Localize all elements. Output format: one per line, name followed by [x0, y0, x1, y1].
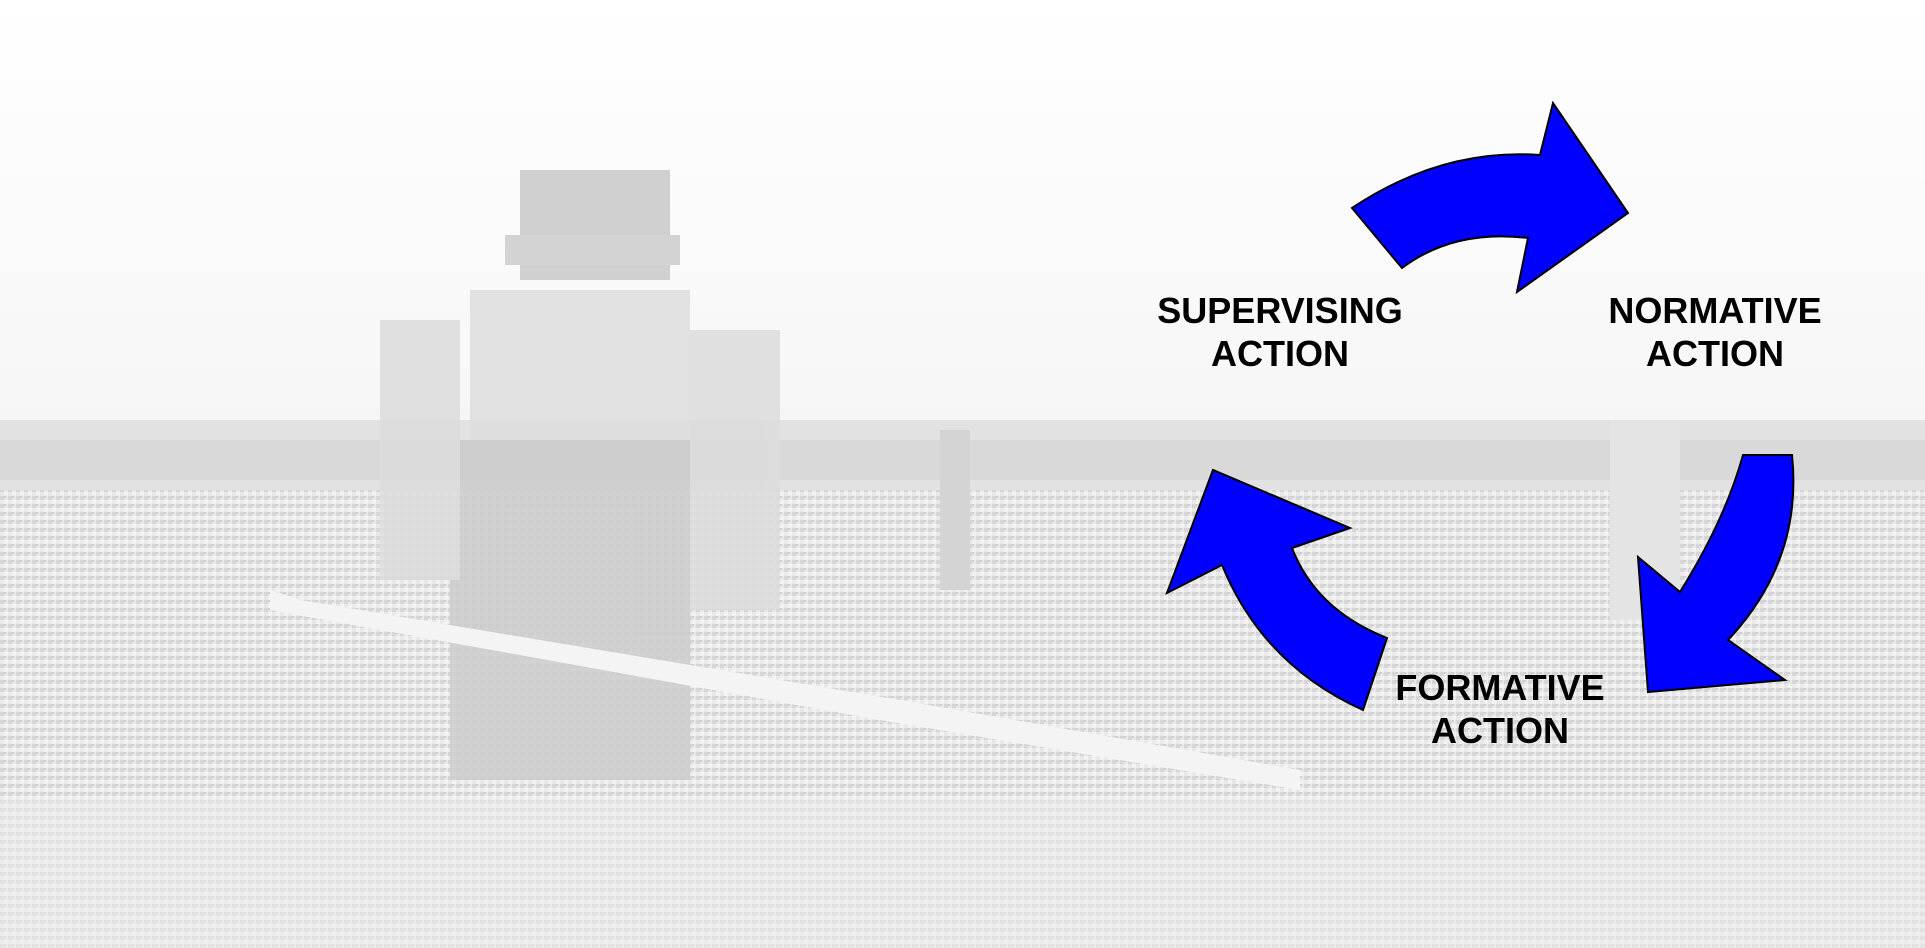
label-supervising-line2: ACTION: [1140, 332, 1420, 375]
arrow-formative-to-supervising: [1167, 470, 1387, 710]
label-formative-line2: ACTION: [1380, 709, 1620, 752]
label-normative-line1: NORMATIVE: [1590, 289, 1840, 332]
label-normative-line2: ACTION: [1590, 332, 1840, 375]
label-formative-line1: FORMATIVE: [1380, 666, 1620, 709]
label-formative-action: FORMATIVE ACTION: [1380, 666, 1620, 752]
label-supervising-action: SUPERVISING ACTION: [1140, 289, 1420, 375]
label-supervising-line1: SUPERVISING: [1140, 289, 1420, 332]
label-normative-action: NORMATIVE ACTION: [1590, 289, 1840, 375]
arrow-normative-to-formative: [1638, 455, 1793, 692]
arrow-supervising-to-normative: [1352, 103, 1628, 292]
